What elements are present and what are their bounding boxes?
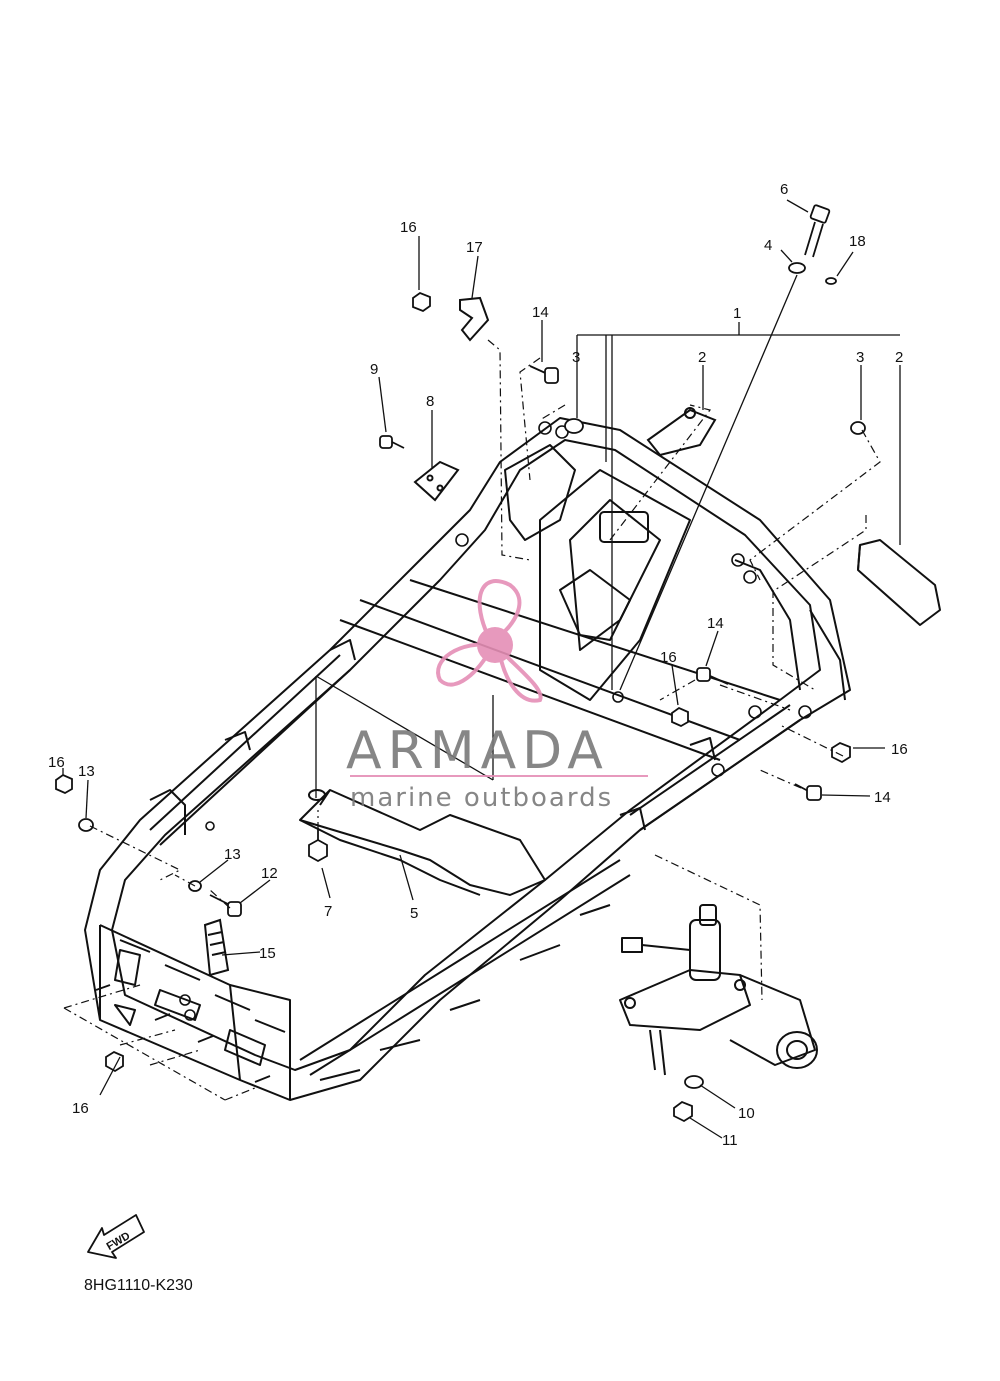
callout-5: 5 [410, 905, 418, 922]
callout-17: 17 [466, 239, 483, 256]
callout-7: 7 [324, 903, 332, 920]
steering-actuator [619, 904, 818, 1076]
stud-3 [197, 1035, 214, 1043]
callout-14-right: 14 [874, 789, 891, 806]
part-2-pad-right [857, 539, 941, 626]
watermark-title: ARMADA [346, 721, 609, 781]
part-13-washer-left [78, 818, 94, 832]
callout-16-top: 16 [400, 219, 417, 236]
callout-18: 18 [849, 233, 866, 250]
callout-15: 15 [259, 945, 276, 962]
fwd-arrow-icon: FWD [87, 1214, 145, 1259]
part-16-nut-top [412, 291, 431, 313]
leader-lines [62, 199, 901, 1139]
part-16-nut-bottom [105, 1050, 124, 1073]
callout-3-right: 3 [856, 349, 864, 366]
part-17-clip [459, 296, 490, 342]
callout-6: 6 [780, 181, 788, 198]
dashed-lines [63, 339, 881, 1101]
callout-3-left: 3 [572, 349, 580, 366]
callout-13-left: 13 [78, 763, 95, 780]
callout-14-top: 14 [532, 304, 549, 321]
callout-16-left: 16 [48, 754, 65, 771]
callout-2-right: 2 [895, 349, 903, 366]
part-8-plate [413, 460, 460, 502]
callout-16-mid: 16 [660, 649, 677, 666]
part-16-nut-right [831, 741, 851, 764]
part-10-washer [684, 1075, 704, 1089]
part-14-bolt-top [529, 365, 559, 384]
callout-13-mid: 13 [224, 846, 241, 863]
callout-4: 4 [764, 237, 772, 254]
stud-1 [95, 984, 111, 991]
callout-1: 1 [733, 305, 741, 322]
part-11-nut [673, 1100, 693, 1123]
callout-16-bottom: 16 [72, 1100, 89, 1117]
part-7-bolt [308, 828, 328, 863]
propeller-logo-icon [436, 579, 543, 703]
part-2-pad-left [646, 407, 717, 457]
part-16-nut-mid [671, 706, 689, 728]
part-3-plug-left [564, 418, 584, 434]
part-6-bolt [804, 204, 831, 258]
part-code: 8HG1110-K230 [84, 1277, 193, 1294]
part-14-bolt-mid [696, 667, 729, 685]
fasteners [55, 204, 866, 1123]
watermark-subtitle: marine outboards [350, 783, 613, 813]
callout-2-left: 2 [698, 349, 706, 366]
callout-14-mid: 14 [707, 615, 724, 632]
stud-2 [154, 1013, 171, 1021]
part-3-plug-right [850, 421, 866, 435]
watermark: ARMADA marine outboards [346, 579, 648, 813]
callout-9: 9 [370, 361, 378, 378]
callouts: 6 4 18 1 3 2 3 2 16 17 14 9 8 14 16 16 1… [48, 181, 908, 1149]
part-14-bolt-low [794, 783, 822, 801]
part-9-bolt [379, 435, 405, 449]
part-5-tray [299, 789, 546, 896]
part-16-nut-left [55, 773, 73, 795]
callout-16-right: 16 [891, 741, 908, 758]
callout-10: 10 [738, 1105, 755, 1122]
callout-11: 11 [722, 1132, 738, 1149]
part-12-bolt [209, 894, 242, 917]
part-4-washer [788, 262, 806, 274]
part-15-bracket [203, 918, 230, 977]
callout-8: 8 [426, 393, 434, 410]
part-18-pin [825, 277, 837, 285]
stud-4 [254, 1075, 271, 1083]
callout-12: 12 [261, 865, 278, 882]
